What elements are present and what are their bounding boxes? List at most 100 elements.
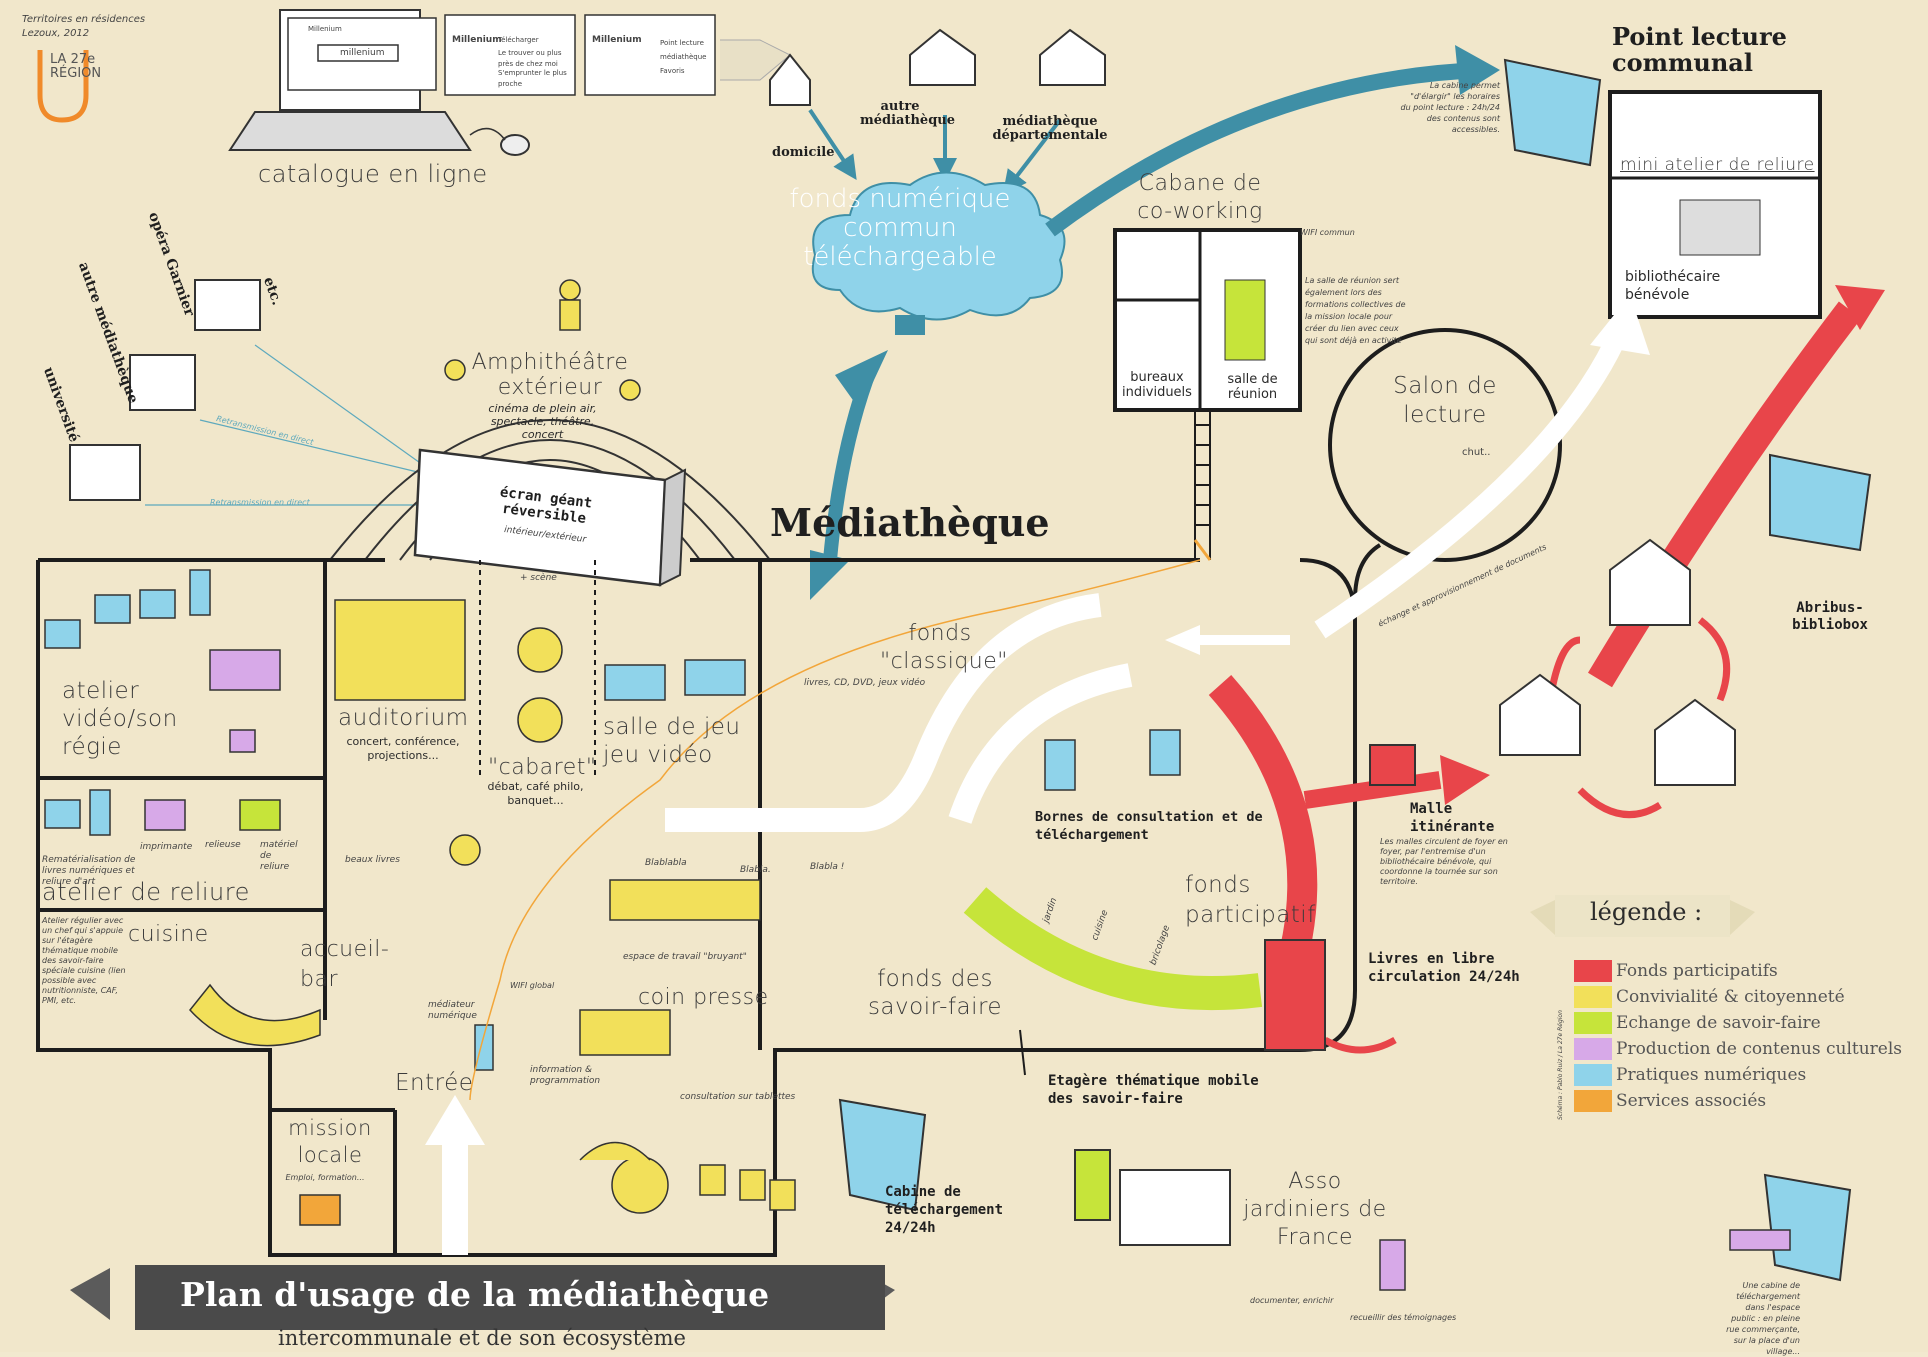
legend-swatch — [1574, 960, 1612, 982]
asso-recueillir: recueillir des témoignages — [1350, 1313, 1457, 1322]
livres-circulation-label: Livres en libre circulation 24/24h — [1368, 951, 1520, 985]
legend-label: Pratiques numériques — [1616, 1065, 1807, 1085]
point-lecture-title: Point lecture communal — [1612, 22, 1787, 77]
room-accueil-bar: accueil-bar — [300, 937, 390, 992]
ladder-rungs — [1195, 424, 1210, 526]
livres-bookcase — [1264, 939, 1326, 1051]
central-label: Médiathèque — [770, 500, 1050, 545]
legend-item: Pratiques numériques — [1574, 1062, 1902, 1088]
window-0-title: Millenium — [308, 25, 342, 33]
search-value: millenium — [340, 48, 385, 58]
window-2-item-1: Point lecture — [660, 39, 704, 47]
source-arrows — [808, 108, 1062, 195]
window-1-item-1: Télécharger — [498, 36, 539, 44]
benevole-label: bibliothécaire bénévole — [1625, 269, 1721, 303]
blabla-3: Blabla ! — [810, 862, 845, 872]
legend-title: légende : — [1590, 898, 1703, 926]
yellow-furniture — [189, 599, 796, 1211]
main-title: Plan d'usage de la médiathèque — [180, 1275, 770, 1314]
room-auditorium: auditorium — [338, 705, 469, 731]
legend-item: Services associés — [1574, 1088, 1902, 1114]
legend-label: Echange de savoir-faire — [1616, 1013, 1821, 1033]
mission-sub: Emploi, formation... — [285, 1173, 365, 1182]
wifi-global-label: WIFI global — [510, 981, 555, 990]
room-salle-jeu: salle de jeu jeu vidéo — [603, 714, 741, 768]
coworking-title: Cabane de co-working — [1137, 171, 1263, 224]
legend-side-note: Schéma : Pablo Ruiz / La 27e Région — [1557, 1010, 1564, 1120]
search-box-shape — [317, 44, 399, 62]
coworking-hut — [1113, 228, 1302, 412]
reliure-imprimante: imprimante — [140, 842, 193, 852]
cabine-label: Cabine de téléchargement 24/24h — [885, 1184, 1004, 1236]
building-walls — [36, 558, 1357, 1257]
window-2-item-2: médiathèque — [660, 53, 707, 61]
asso-title: Asso jardiniers de France — [1243, 1169, 1387, 1250]
salon-title: Salon de lecture — [1393, 373, 1497, 428]
download-icon — [895, 315, 925, 335]
village-houses — [1499, 538, 1736, 786]
cyan-devices — [44, 569, 1181, 1071]
amphi-figures — [444, 279, 641, 401]
house-icons — [769, 28, 1106, 106]
legend-swatch — [1574, 1064, 1612, 1086]
reliure-note: Rematérialisation de livres numériques e… — [42, 855, 136, 887]
source-autre: autre médiathèque — [860, 99, 956, 128]
fonds-savoir-faire-label: fonds des savoir-faire — [867, 966, 1003, 1020]
room-atelier-video: atelier vidéo/son régie — [62, 678, 178, 760]
legend-label: Fonds participatifs — [1616, 961, 1778, 981]
retransmission-lines — [145, 344, 431, 506]
malle-icon — [1369, 744, 1416, 786]
window-1-item-3: S'emprunter le plus proche — [498, 69, 567, 88]
malle-note: Les malles circulent de foyer en foyer, … — [1380, 837, 1508, 886]
cloud-label: fonds numérique commun téléchargeable — [789, 184, 1011, 272]
room-cuisine: cuisine — [128, 922, 209, 947]
credit-line-1: Territoires en résidences — [22, 14, 146, 25]
window-1-item-2: Le trouver ou plus près de chez moi — [498, 49, 562, 68]
mini-atelier-label: mini atelier de reliure — [1620, 155, 1815, 175]
window-2-item-3: Favoris — [660, 67, 685, 75]
asso-figures — [1379, 1239, 1406, 1291]
cabin-icons — [838, 58, 1872, 1282]
cabine-note-top: La cabine permet "d'élargir" les horaire… — [1400, 81, 1500, 134]
scene-label: + scène — [520, 573, 557, 583]
legend-item: Echange de savoir-faire — [1574, 1010, 1902, 1036]
amphi-title: Amphithéâtre extérieur — [471, 350, 629, 400]
information-label: information & programmation — [530, 1065, 601, 1086]
source-domicile: domicile — [772, 145, 835, 160]
room-cabaret: "cabaret" — [488, 755, 597, 780]
coworking-wifi: WIFI commun — [1300, 228, 1355, 237]
fonds-classique-shelf — [665, 593, 1102, 832]
fonds-classique-label: fonds "classique" — [880, 621, 1008, 674]
legend-label: Production de contenus culturels — [1616, 1039, 1903, 1059]
legend-banner — [1555, 895, 1730, 937]
logo-shape — [37, 50, 89, 123]
mission-desk — [299, 1194, 341, 1226]
title-banner — [135, 1265, 885, 1330]
credit-line-2: Lezoux, 2012 — [22, 28, 90, 39]
abribus-label: Abribus-bibliobox — [1792, 600, 1868, 633]
cuisine-note: Atelier régulier avec un chef qui s'appu… — [42, 916, 126, 1005]
orange-service-line — [469, 559, 1201, 1101]
espace-travail-label: espace de travail "bruyant" — [623, 952, 747, 962]
venue-buildings — [69, 279, 261, 501]
coworking-bureaux: bureaux individuels — [1122, 370, 1192, 400]
truck-icon — [1119, 1169, 1231, 1246]
cloud-shape — [811, 171, 1066, 321]
entree-label: Entrée — [395, 1070, 474, 1096]
room-coin-presse: coin presse — [638, 985, 769, 1010]
asso-documenter: documenter, enrichir — [1250, 1296, 1334, 1305]
exchange-arrow — [1314, 326, 1630, 639]
legend-swatch — [1574, 1038, 1612, 1060]
reliure-materiel: matériel de reliure — [260, 840, 298, 872]
legend-swatch — [1574, 1090, 1612, 1112]
bornes-label: Bornes de consultation et de téléchargem… — [1035, 809, 1263, 843]
purple-devices — [144, 649, 281, 831]
savoir-faire-shelf — [963, 887, 1263, 1011]
cabaret-sub: débat, café philo, banquet... — [487, 780, 584, 807]
consultation-tablettes: consultation sur tablettes — [680, 1092, 796, 1102]
catalogue-label: catalogue en ligne — [258, 160, 488, 188]
window-1-title: Millenium — [452, 35, 502, 45]
mediateur-label: médiateur numérique — [428, 1000, 477, 1021]
auditorium-sub: concert, conférence, projections... — [346, 735, 460, 762]
malle-title: Malle itinérante — [1410, 801, 1495, 835]
